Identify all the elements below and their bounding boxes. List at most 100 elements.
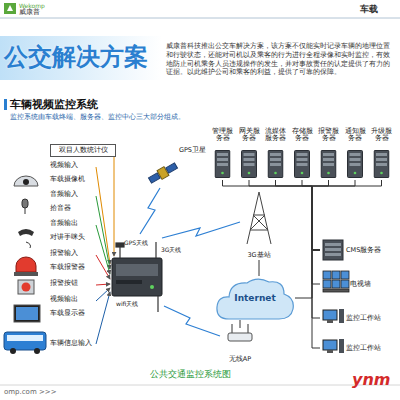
server-node: 存储服务器: [290, 128, 315, 180]
dvr-led: [150, 285, 154, 289]
vehicle-dvr: [112, 258, 162, 296]
rack-unit: [325, 248, 341, 251]
node-text: 通知服务器: [343, 128, 368, 143]
node-text: 无线AP: [229, 355, 251, 364]
solar-panel: [166, 163, 178, 173]
wireless-ap-node: 无线AP: [222, 328, 258, 364]
tv-screen: [341, 271, 349, 279]
alarm-light: [16, 257, 36, 272]
tv-screen: [323, 271, 331, 279]
logo-name: 威康普: [19, 8, 40, 16]
antenna-label: 3G天线: [161, 246, 181, 253]
node-text: 流媒体服务器: [263, 128, 288, 143]
tv-wall-node: 电视墙: [320, 268, 394, 300]
server-icon: [295, 151, 310, 178]
logo-leaf: [7, 5, 13, 11]
dvr-panel: [116, 264, 158, 276]
ap-antenna: [248, 324, 249, 333]
rack-unit: [325, 243, 341, 246]
tv-screen: [332, 280, 340, 288]
server-node: 管理服务器: [210, 128, 235, 180]
section-note: 监控系统由车载终端、服务器、监控中心三大部分组成。: [10, 113, 185, 121]
vehicle-monitor: [14, 305, 40, 322]
alarm-in-wire: [96, 255, 110, 279]
bus-body: [4, 332, 46, 350]
workstation-node: 监控工作站: [320, 306, 394, 330]
microphone: [22, 199, 28, 208]
title-banner: [0, 36, 162, 80]
tv-screen: [323, 280, 331, 288]
dvr-body: [112, 258, 162, 296]
3g-antenna: [155, 242, 156, 258]
node-text: 管理服务器: [210, 128, 235, 143]
node-text: Internet: [234, 293, 275, 303]
monitor-screen: [16, 307, 38, 320]
node-text: 网关服务器: [237, 128, 262, 143]
satellite-icon: [148, 161, 179, 185]
handset-cord: [26, 242, 31, 248]
node-text: 电视墙: [350, 280, 371, 289]
tv-screen: [341, 280, 349, 288]
bus-wheel: [10, 348, 16, 354]
device-label: 对讲手咪头: [50, 234, 85, 242]
wifi-signal: [164, 306, 220, 336]
node-text: GPS卫星: [150, 146, 206, 155]
node-text: 3G基站: [247, 251, 270, 260]
network-link: [276, 180, 321, 250]
server-icon: [348, 151, 363, 178]
gps-antenna-head: [116, 243, 124, 247]
alarm-button-box: [18, 280, 34, 294]
server-icon: [268, 151, 283, 178]
gps-signal: [140, 188, 160, 234]
tv-stand: [323, 289, 349, 292]
solar-panel: [149, 173, 161, 183]
server-icon: [242, 151, 257, 178]
network-link: [223, 180, 321, 250]
network-link: [295, 250, 320, 298]
server-icon: [215, 151, 230, 178]
diagram-caption: 公共交通监控系统图: [150, 369, 231, 380]
alarm-button-wire: [96, 284, 110, 285]
intro-paragraph: 威康普科技推出公交车解决方案，该方案不仅能实时记录车辆的地理位置和行驶状态，还能…: [166, 42, 396, 77]
section-heading: 车辆视频监控系统: [10, 98, 98, 111]
ap-body: [228, 333, 252, 341]
device-label: 报警按钮: [50, 280, 78, 288]
workstation-stand: [327, 350, 333, 353]
device-label: 车载摄像机: [50, 176, 85, 184]
cloud-shape: [217, 279, 293, 319]
network-link: [302, 180, 320, 250]
network-link: [249, 180, 320, 250]
device-label: 拾音器: [50, 205, 71, 213]
dvr-slot: [116, 280, 142, 284]
server-node: 流媒体服务器: [263, 128, 288, 180]
server-node: 通知服务器: [343, 128, 368, 180]
camera-lens: [23, 179, 29, 185]
workstation-monitor: [323, 340, 337, 350]
antennas: [116, 242, 158, 312]
node-text: 升级服务器: [369, 128, 394, 143]
tv-wall-icon: [323, 271, 349, 292]
3g-signal: [162, 222, 240, 238]
counter-wire: [114, 156, 115, 256]
network-link: [259, 260, 260, 276]
bus-wheel: [34, 348, 40, 354]
page-header: 车载: [360, 4, 378, 15]
alarm-button: [22, 283, 31, 292]
server-icon: [374, 151, 389, 178]
base-station-tower: [247, 192, 271, 244]
internet-cloud: Internet: [215, 276, 295, 320]
server-icons: [215, 151, 389, 178]
server-node: 升级服务器: [369, 128, 394, 180]
device-label: 车载报警器: [50, 264, 85, 272]
cms-rack: [323, 240, 343, 260]
network-link: [312, 250, 320, 318]
network-link: [312, 180, 382, 250]
port-label: 音频输出: [50, 220, 78, 228]
header-rule: [0, 18, 400, 19]
watermark: ynm: [352, 370, 391, 389]
network-link: [312, 250, 320, 284]
bus-icon: [4, 332, 46, 354]
device-label: 车载显示器: [50, 310, 85, 318]
base-station-node: 3G基站: [241, 190, 277, 260]
microphone-stand: [25, 208, 26, 214]
